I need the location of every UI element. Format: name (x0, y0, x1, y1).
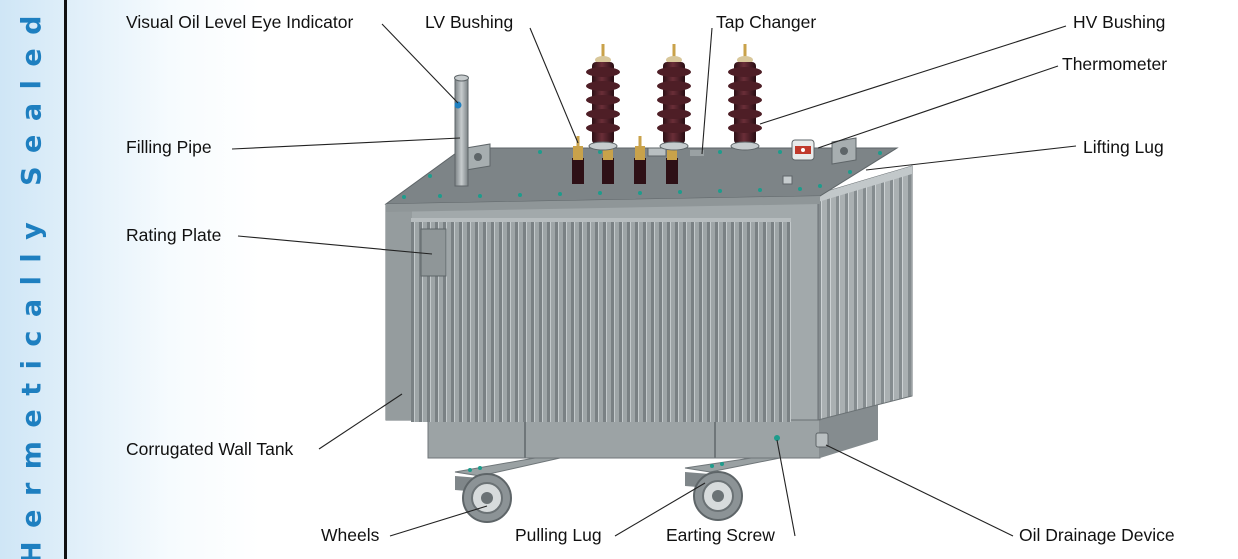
leader-oil-level (381, 23, 459, 104)
leader-corrugated-tank (318, 393, 403, 450)
oil-level-eye (454, 101, 462, 109)
leader-thermometer (817, 65, 1059, 149)
label-oil-level-indicator: Visual Oil Level Eye Indicator (126, 12, 354, 32)
side-radiator (817, 165, 913, 421)
filling-pipe (454, 74, 469, 187)
leader-earting-screw (776, 439, 796, 537)
leader-oil-drainage (825, 444, 1014, 537)
leader-tap-changer (701, 27, 713, 155)
leader-lines (231, 23, 1077, 537)
label-corrugated-wall-tank: Corrugated Wall Tank (126, 439, 294, 459)
leader-pulling-lug (614, 482, 706, 537)
leader-lifting-lug (865, 145, 1077, 171)
hv-bushings (586, 44, 762, 151)
tap-changer (647, 147, 704, 157)
label-pulling-lug: Pulling Lug (515, 525, 602, 545)
leader-wheels (389, 505, 488, 537)
wheel-right (693, 471, 743, 521)
label-hv-bushing: HV Bushing (1073, 12, 1166, 32)
label-earting-screw: Earting Screw (666, 525, 775, 545)
label-tap-changer: Tap Changer (716, 12, 817, 32)
thermometer (791, 139, 815, 161)
leader-rating-plate (237, 235, 433, 255)
rating-plate (420, 228, 447, 277)
tank-front (385, 195, 821, 422)
label-lv-bushing: LV Bushing (425, 12, 514, 32)
label-rating-plate: Rating Plate (126, 225, 222, 245)
leader-hv-bushing (759, 25, 1067, 125)
leader-filling-pipe (231, 137, 461, 150)
label-wheels: Wheels (321, 525, 380, 545)
wheel-left (462, 473, 512, 523)
leader-lv-bushing (529, 27, 579, 144)
label-oil-drainage-device: Oil Drainage Device (1019, 525, 1175, 545)
sidebar-divider (64, 0, 67, 559)
label-thermometer: Thermometer (1062, 54, 1168, 74)
label-lifting-lug: Lifting Lug (1083, 137, 1164, 157)
label-filling-pipe: Filling Pipe (126, 137, 212, 157)
cover-fitting (782, 175, 793, 185)
